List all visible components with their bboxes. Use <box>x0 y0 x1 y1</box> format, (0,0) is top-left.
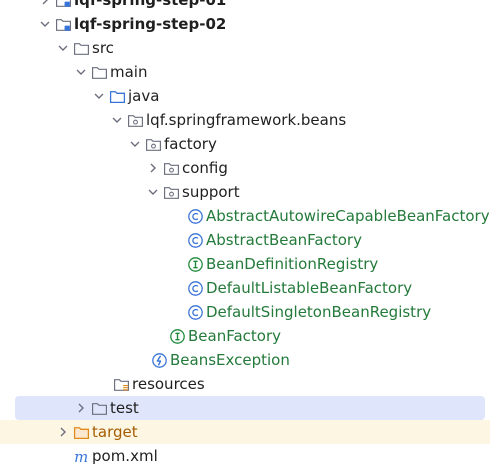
tree-item-src[interactable]: src <box>0 36 490 60</box>
tree-item-test[interactable]: test <box>0 396 490 420</box>
tree-item-label: src <box>92 39 114 57</box>
interface-icon <box>186 255 204 273</box>
chevron-down-icon[interactable] <box>90 84 108 108</box>
tree-item-config[interactable]: config <box>0 156 490 180</box>
tree-item-label: BeanFactory <box>188 327 282 345</box>
tree-item-label: config <box>182 159 228 177</box>
tree-item-label: DefaultListableBeanFactory <box>206 279 413 297</box>
source-folder-icon <box>108 87 126 105</box>
tree-item-class[interactable]: DefaultListableBeanFactory <box>0 276 490 300</box>
chevron-down-icon[interactable] <box>144 180 162 204</box>
class-icon <box>186 231 204 249</box>
module-folder-icon <box>54 15 72 33</box>
module-folder-icon <box>54 0 72 9</box>
excluded-folder-icon <box>72 423 90 441</box>
tree-item-label: support <box>182 183 240 201</box>
resources-folder-icon <box>112 375 130 393</box>
chevron-down-icon[interactable] <box>108 108 126 132</box>
folder-icon <box>90 63 108 81</box>
chevron-right-icon[interactable] <box>144 156 162 180</box>
package-icon <box>144 135 162 153</box>
chevron-right-icon[interactable] <box>72 396 90 420</box>
package-icon <box>126 111 144 129</box>
tree-item-java[interactable]: java <box>0 84 490 108</box>
tree-item-label: java <box>128 87 160 105</box>
tree-item-pom[interactable]: m pom.xml <box>0 444 490 468</box>
tree-item-label: lqf-spring-step-01 <box>74 0 227 9</box>
tree-item-target[interactable]: target <box>0 420 490 444</box>
package-icon <box>162 183 180 201</box>
maven-icon: m <box>72 447 90 465</box>
class-icon <box>186 303 204 321</box>
tree-item-label: DefaultSingletonBeanRegistry <box>206 303 432 321</box>
tree-item-module-02[interactable]: lqf-spring-step-02 <box>0 12 490 36</box>
tree-item-label: AbstractBeanFactory <box>206 231 362 249</box>
package-icon <box>162 159 180 177</box>
tree-item-exception[interactable]: BeansException <box>0 348 490 372</box>
tree-item-label: lqf-spring-step-02 <box>74 15 227 33</box>
chevron-down-icon[interactable] <box>72 60 90 84</box>
chevron-down-icon[interactable] <box>54 36 72 60</box>
tree-item-label: test <box>110 399 139 417</box>
chevron-down-icon[interactable] <box>36 12 54 36</box>
tree-item-label: lqf.springframework.beans <box>146 111 347 129</box>
exception-icon <box>150 351 168 369</box>
class-icon <box>186 207 204 225</box>
class-icon <box>186 279 204 297</box>
interface-icon <box>168 327 186 345</box>
tree-item-label: pom.xml <box>92 447 158 465</box>
tree-item-class[interactable]: DefaultSingletonBeanRegistry <box>0 300 490 324</box>
tree-item-label: main <box>110 63 148 81</box>
chevron-right-icon[interactable] <box>54 420 72 444</box>
tree-item-label: resources <box>132 375 205 393</box>
tree-item-class[interactable]: AbstractBeanFactory <box>0 228 490 252</box>
tree-item-label: factory <box>164 135 217 153</box>
tree-item-factory[interactable]: factory <box>0 132 490 156</box>
tree-item-label: BeansException <box>170 351 290 369</box>
chevron-down-icon[interactable] <box>126 132 144 156</box>
tree-item-package[interactable]: lqf.springframework.beans <box>0 108 490 132</box>
tree-item-label: AbstractAutowireCapableBeanFactory <box>206 207 490 225</box>
tree-item-interface[interactable]: BeanDefinitionRegistry <box>0 252 490 276</box>
tree-item-label: target <box>92 423 138 441</box>
tree-item-interface[interactable]: BeanFactory <box>0 324 490 348</box>
tree-item-main[interactable]: main <box>0 60 490 84</box>
chevron-right-icon[interactable] <box>36 0 54 12</box>
folder-icon <box>72 39 90 57</box>
folder-icon <box>90 399 108 417</box>
svg-text:m: m <box>74 448 88 465</box>
tree-item-support[interactable]: support <box>0 180 490 204</box>
tree-item-resources[interactable]: resources <box>0 372 490 396</box>
tree-item-module-01[interactable]: lqf-spring-step-01 <box>0 0 490 12</box>
tree-item-class[interactable]: AbstractAutowireCapableBeanFactory <box>0 204 490 228</box>
tree-item-label: BeanDefinitionRegistry <box>206 255 379 273</box>
